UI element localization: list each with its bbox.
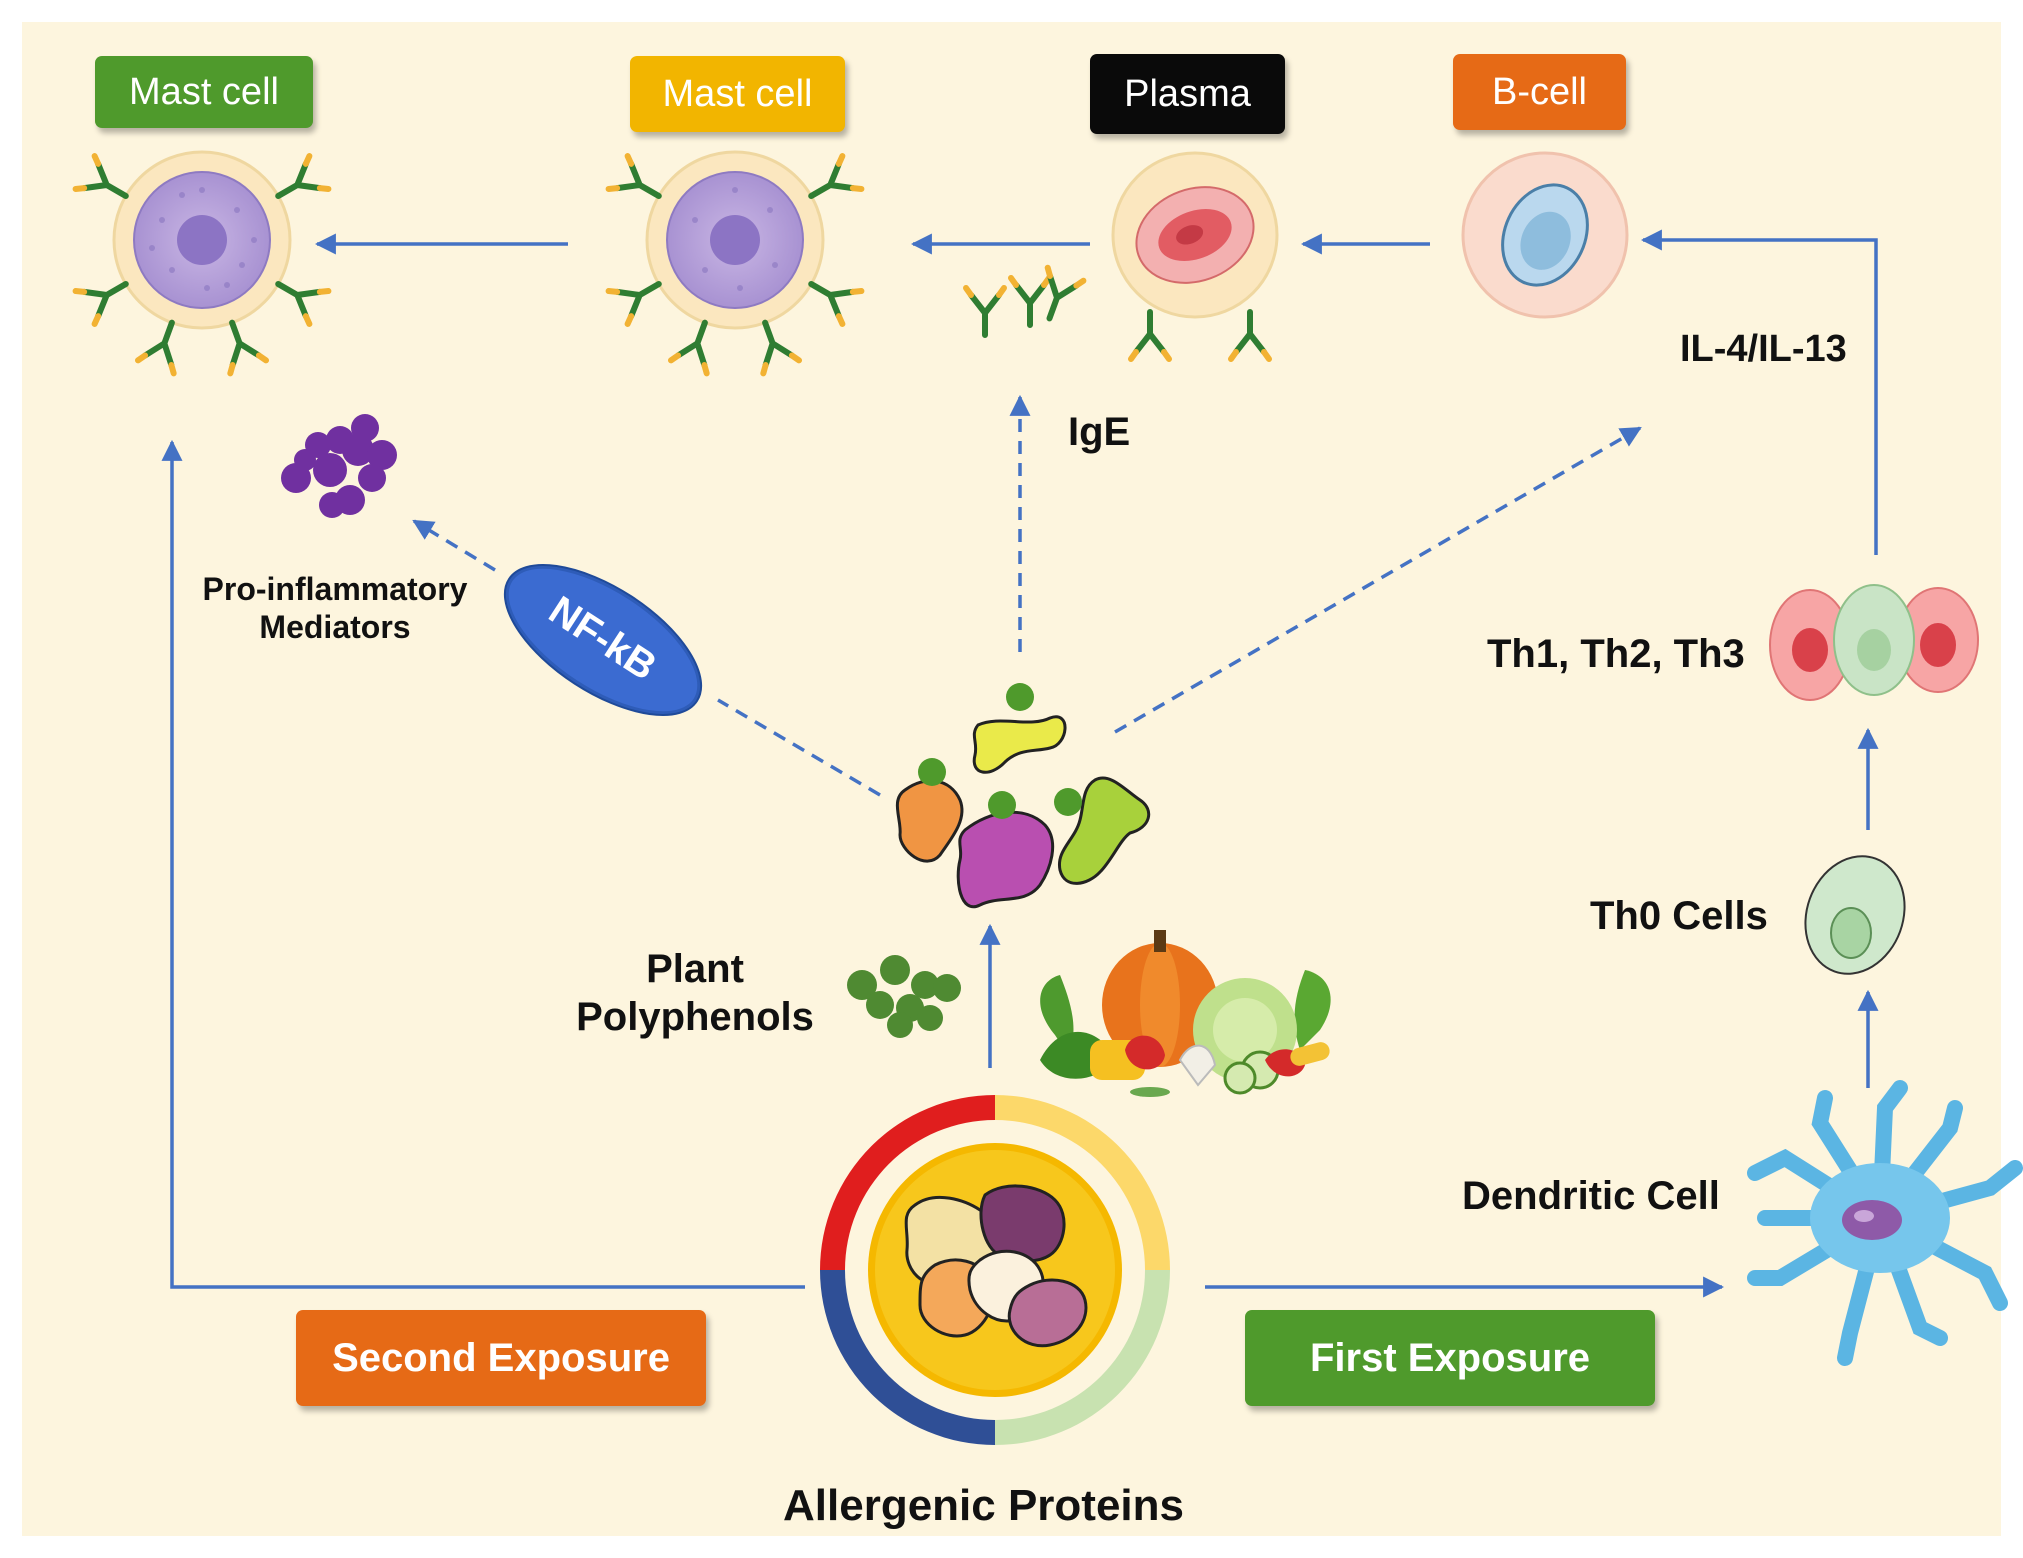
pro-inflammatory-label: Pro-inflammatory Mediators bbox=[186, 570, 484, 647]
pro-inflammatory-line2: Mediators bbox=[259, 609, 411, 646]
first-exposure-label: First Exposure bbox=[1309, 1335, 1591, 1380]
first-exposure-tag: First Exposure bbox=[1245, 1310, 1655, 1406]
cluster-to-nfkb-line bbox=[717, 698, 881, 797]
polyphenol-dots bbox=[918, 683, 1082, 819]
mediator-cluster-icon bbox=[281, 414, 397, 518]
mast-cell-icon bbox=[609, 150, 862, 373]
nfkb-to-mediators-arrow bbox=[412, 519, 496, 572]
dashed-arrows bbox=[412, 394, 1642, 797]
second-exposure-arrow bbox=[161, 439, 805, 1289]
allergen-ring-icon bbox=[820, 1095, 1170, 1445]
plasma-cell-icon bbox=[1111, 151, 1279, 319]
th-to-bcell-arrow bbox=[1640, 229, 1878, 555]
b-cell-label: B-cell bbox=[1491, 70, 1588, 113]
polyphenol-cluster-icon bbox=[847, 955, 961, 1038]
arrows bbox=[161, 229, 1879, 1298]
mast-cell-tag-green: Mast cell bbox=[95, 56, 313, 128]
il4-il13-label: IL-4/IL-13 bbox=[1680, 328, 1847, 370]
ige-label: IgE bbox=[1068, 410, 1131, 454]
second-exposure-tag: Second Exposure bbox=[296, 1310, 706, 1406]
t-cell-icon bbox=[1804, 855, 1906, 975]
th0-cells-label: Th0 Cells bbox=[1590, 894, 1768, 938]
t-cell-icon bbox=[1769, 584, 1979, 701]
mast-cell-label: Mast cell bbox=[662, 72, 813, 115]
protein-cluster-icon bbox=[895, 715, 1151, 909]
dendritic-cell-label: Dendritic Cell bbox=[1462, 1174, 1720, 1218]
b-cell-icon bbox=[1461, 151, 1629, 319]
allergenic-proteins-label: Allergenic Proteins bbox=[783, 1481, 1185, 1530]
mast-cell-tag-yellow: Mast cell bbox=[630, 56, 845, 132]
pro-inflammatory-line1: Pro-inflammatory bbox=[202, 571, 468, 607]
plant-line2: Polyphenols bbox=[576, 995, 814, 1039]
dendritic-cell-icon bbox=[1747, 1080, 2023, 1366]
mast-cell-label: Mast cell bbox=[129, 70, 279, 113]
plant-line1: Plant bbox=[646, 947, 744, 991]
plasma-tag: Plasma bbox=[1090, 54, 1285, 134]
b-cell-tag: B-cell bbox=[1453, 54, 1626, 130]
second-exposure-label: Second Exposure bbox=[332, 1335, 670, 1380]
th-cells-label: Th1, Th2, Th3 bbox=[1487, 632, 1745, 676]
mast-cell-icon bbox=[76, 150, 329, 373]
vegetables-icon bbox=[1040, 930, 1331, 1097]
plasma-label: Plasma bbox=[1124, 72, 1251, 115]
nf-kb-ellipse bbox=[503, 564, 703, 716]
plant-polyphenols-label: Plant Polyphenols bbox=[575, 945, 815, 1041]
